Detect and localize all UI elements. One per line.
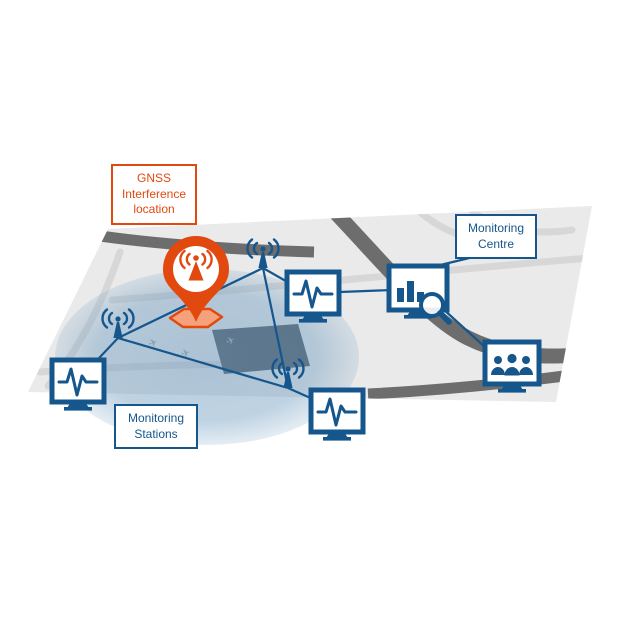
- waveform-monitor-icon: [311, 390, 363, 441]
- road-dark-diagonal: [328, 206, 592, 364]
- bar: [397, 288, 404, 302]
- label-line: Monitoring: [127, 411, 185, 425]
- label-line: Stations: [134, 426, 178, 441]
- label-line: Interference: [121, 186, 187, 201]
- bar: [407, 281, 414, 302]
- label-line: Centre: [477, 236, 515, 251]
- link-line: [261, 267, 290, 389]
- road-dark-bottom: [367, 368, 581, 400]
- label-line: location: [133, 202, 175, 217]
- magnifier-icon: [419, 292, 452, 325]
- waveform-monitor-icon: [52, 360, 104, 411]
- bar: [417, 292, 424, 302]
- gnss-interference-label: GNSS Interference location: [111, 164, 197, 225]
- person-icon: [491, 353, 533, 376]
- label-line: GNSS: [136, 171, 171, 185]
- barchart-monitor-icon: [386, 263, 452, 325]
- monitoring-centre-label: Monitoring Centre: [455, 214, 537, 260]
- label-line: Monitoring: [467, 221, 525, 235]
- monitoring-stations-label: Monitoring Stations: [114, 404, 198, 450]
- link-line: [339, 288, 393, 294]
- radio-interference-icon: [179, 249, 213, 281]
- link-line: [117, 336, 289, 390]
- operators-monitor-icon: [482, 339, 542, 393]
- waveform-monitor-icon: [287, 272, 339, 323]
- gnss-pin: [163, 236, 229, 322]
